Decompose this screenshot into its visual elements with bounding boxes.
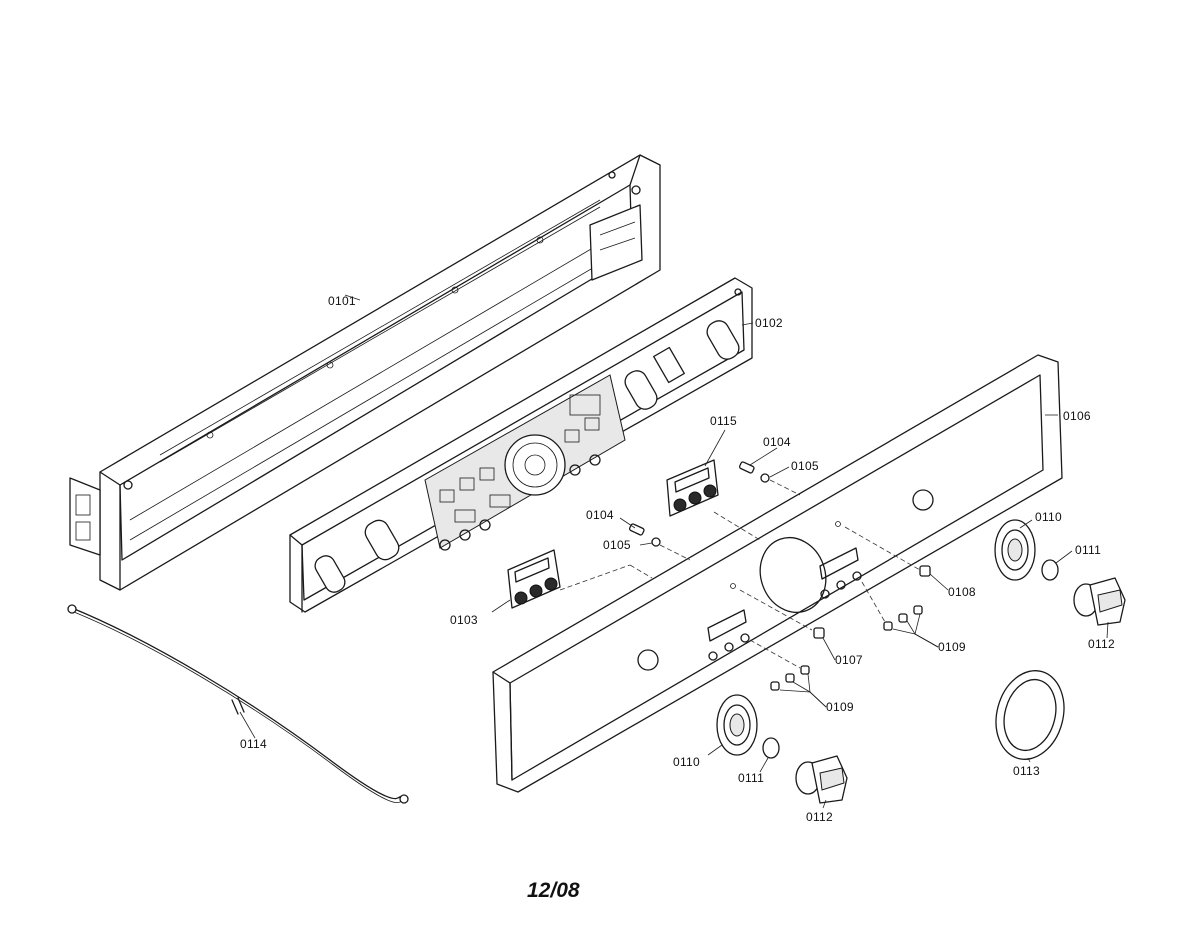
part-0112-knob-right (1073, 577, 1126, 626)
part-0114-wire (67, 604, 409, 804)
label-0110-left: 0110 (673, 755, 700, 769)
part-0103-display-bezel (507, 549, 561, 609)
label-0102: 0102 (755, 316, 783, 330)
part-0102-control-housing (289, 277, 753, 613)
label-0106: 0106 (1063, 409, 1091, 423)
part-0101-rear-frame (69, 154, 661, 591)
part-0112-knob-left (795, 755, 848, 804)
part-0113-trim-ring (995, 670, 1065, 760)
label-0113: 0113 (1013, 764, 1040, 778)
label-0104-lower: 0104 (586, 508, 614, 522)
part-0111-insert-right (1041, 559, 1059, 581)
label-0105-upper: 0105 (791, 459, 819, 473)
label-0110-right: 0110 (1035, 510, 1062, 524)
part-0106-front-panel (492, 354, 1063, 793)
label-0108: 0108 (948, 585, 976, 599)
revision-date: 12/08 (527, 879, 580, 902)
part-labels: 0101 0102 0106 0115 0104 0105 0104 0105 … (240, 294, 1115, 902)
label-0107: 0107 (835, 653, 863, 667)
label-0104-upper: 0104 (763, 435, 791, 449)
label-0115: 0115 (710, 414, 737, 428)
label-0105-lower: 0105 (603, 538, 631, 552)
part-0111-insert-left (762, 737, 780, 759)
part-0110-bezel-right (994, 519, 1036, 581)
label-0109-left: 0109 (826, 700, 854, 714)
label-0111-left: 0111 (738, 771, 764, 785)
label-0101: 0101 (328, 294, 356, 308)
label-0109-right: 0109 (938, 640, 966, 654)
label-0103: 0103 (450, 613, 478, 627)
label-0112-left: 0112 (806, 810, 833, 824)
part-0110-bezel-left (716, 694, 758, 756)
hardware-small-parts (628, 461, 931, 691)
leader-lines (239, 294, 1109, 809)
label-0112-right: 0112 (1088, 637, 1115, 651)
label-0114: 0114 (240, 737, 267, 751)
part-0115-display-bezel (666, 459, 719, 517)
label-0111-right: 0111 (1075, 543, 1101, 557)
assembly-lines (559, 479, 921, 669)
